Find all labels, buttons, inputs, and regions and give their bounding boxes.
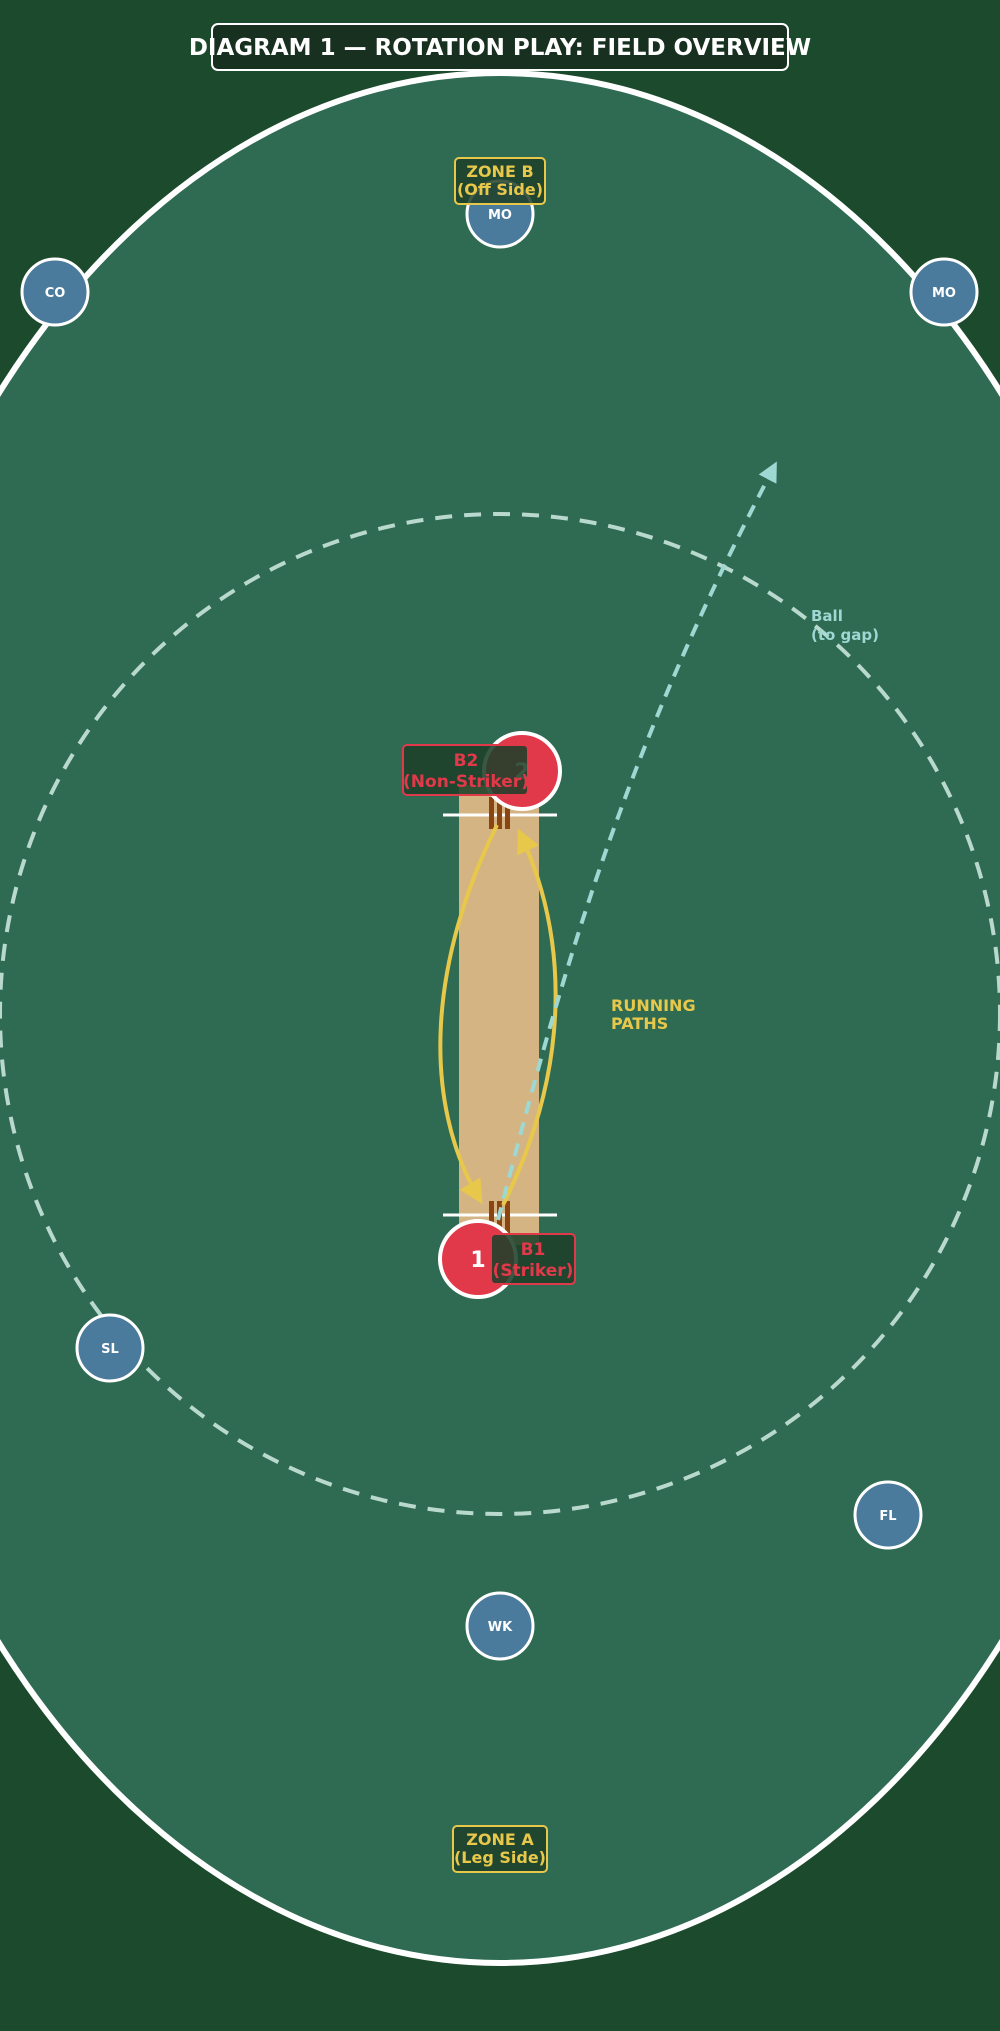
fielder-fl: FL [853,1480,923,1550]
zone-a-title: ZONE A [466,1830,534,1849]
batter-b2-role: (Non-Striker) [403,772,529,792]
fielder-mo-right: MO [909,257,979,327]
fielder-label: CO [45,286,66,301]
running-paths-label-line1: RUNNING [611,996,696,1015]
ball-label-line1: Ball [811,607,843,625]
batter-b2-label: B2 [454,751,479,771]
zone-a-subtitle: (Leg Side) [454,1848,546,1867]
batter-b1-number: 1 [470,1248,485,1273]
zone-b-label: ZONE B (Off Side) [454,157,546,205]
running-paths-label-line2: PATHS [611,1014,668,1033]
fielder-label: MO [932,286,956,301]
batter-b2-label-box [402,744,529,796]
batter-b2: 2 B2 (Non-Striker) [402,731,562,811]
pitch [459,785,539,1245]
stumps-top [489,797,510,829]
batter-b1-label-box [490,1233,576,1285]
running-paths-annotation: RUNNING PATHS [611,996,696,1033]
ball-label-line2: (to gap) [811,626,879,644]
batter-b1-role: (Striker) [493,1261,574,1281]
batter-b1: 1 B1 (Striker) [438,1219,576,1299]
fielder-wk: WK [465,1591,535,1661]
zone-b-title: ZONE B [466,162,533,181]
batter-b1-label: B1 [521,1240,546,1260]
zone-b-subtitle: (Off Side) [457,180,543,199]
fielder-sl: SL [75,1313,145,1383]
fielder-label: SL [101,1342,119,1357]
title-box: DIAGRAM 1 — ROTATION PLAY: FIELD OVERVIE… [189,23,811,71]
fielder-label: MO [488,208,512,223]
fielder-label: WK [488,1620,513,1635]
inner-circle [0,512,1000,1516]
running-path-right [501,828,558,1206]
ball-path [496,461,777,1221]
fielder-label: FL [879,1509,896,1524]
ball-annotation: Ball (to gap) [811,607,879,644]
running-path-left [438,824,499,1205]
zone-a-label: ZONE A (Leg Side) [452,1825,548,1873]
fielder-co: CO [20,257,90,327]
page-title: DIAGRAM 1 — ROTATION PLAY: FIELD OVERVIE… [189,35,811,61]
